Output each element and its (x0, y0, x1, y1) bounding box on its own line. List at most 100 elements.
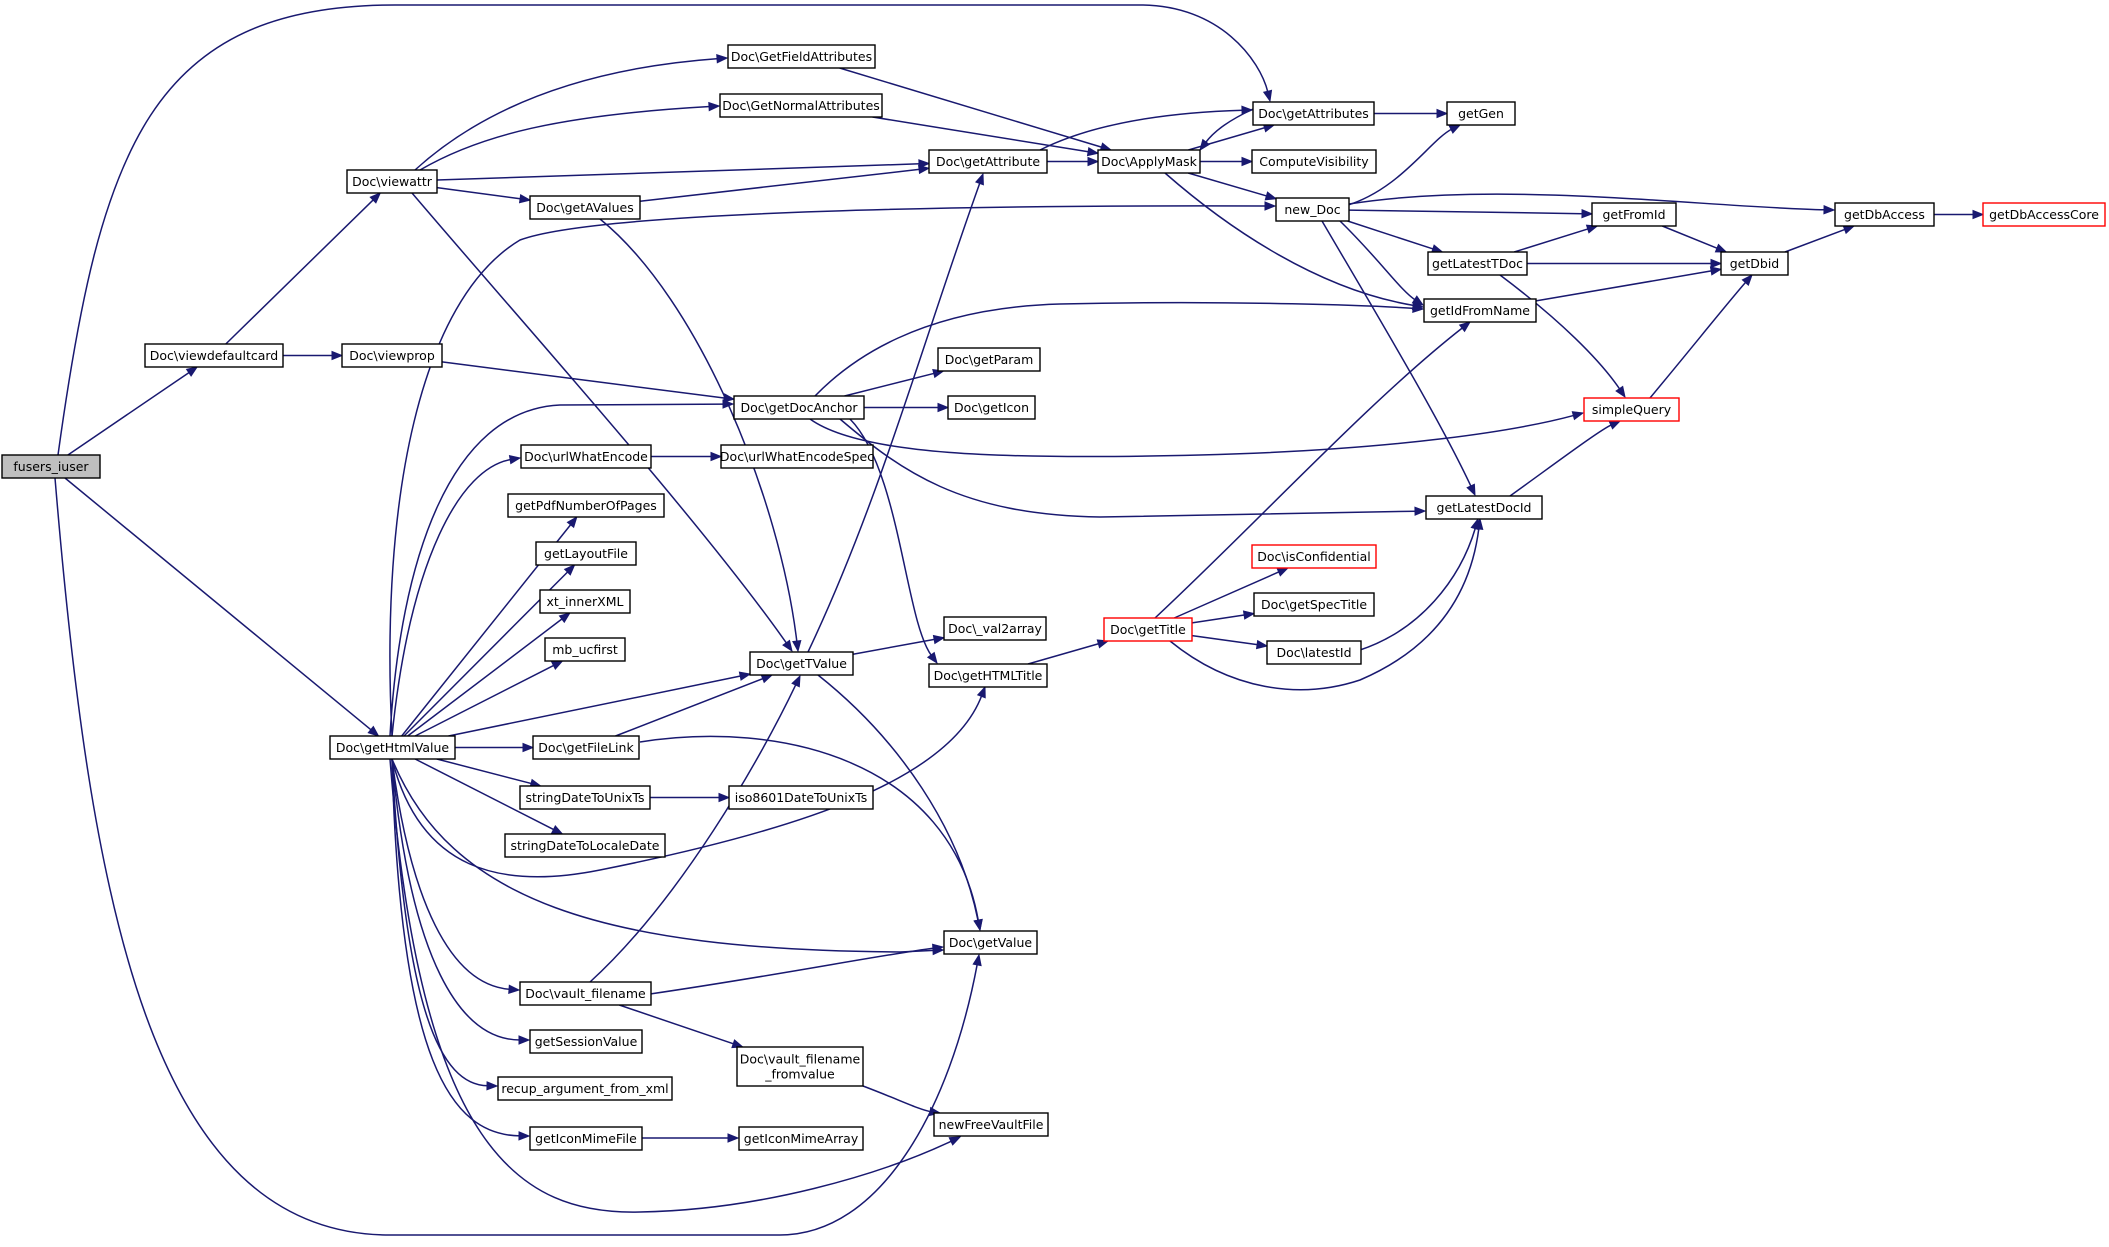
node-box[interactable] (738, 1126, 864, 1151)
node-box[interactable] (947, 395, 1036, 420)
node-getFromId[interactable]: getFromId (1591, 202, 1677, 227)
node-vault_filename[interactable]: Doc\vault_filename (519, 981, 652, 1006)
node-box[interactable] (928, 149, 1048, 174)
node-box[interactable] (1251, 544, 1377, 569)
node-box[interactable] (529, 195, 641, 220)
node-getHtmlValue[interactable]: Doc\getHtmlValue (329, 735, 456, 760)
node-getLatestTDoc[interactable]: getLatestTDoc (1427, 251, 1528, 276)
node-box[interactable] (529, 1029, 643, 1054)
node-xt_innerXML[interactable]: xt_innerXML (539, 589, 631, 614)
node-box[interactable] (1427, 251, 1528, 276)
node-box[interactable] (933, 1112, 1049, 1137)
node-box[interactable] (1251, 149, 1377, 174)
node-box[interactable] (329, 735, 456, 760)
node-box[interactable] (504, 833, 666, 858)
node-getIconMimeFile[interactable]: getIconMimeFile (529, 1126, 643, 1151)
node-getHTMLTitle[interactable]: Doc\getHTMLTitle (928, 663, 1048, 688)
node-newFreeVaultFile[interactable]: newFreeVaultFile (933, 1112, 1049, 1137)
node-box[interactable] (532, 735, 640, 760)
node-GetNormalAttributes[interactable]: Doc\GetNormalAttributes (719, 93, 883, 118)
node-getAttribute[interactable]: Doc\getAttribute (928, 149, 1048, 174)
node-isConfidential[interactable]: Doc\isConfidential (1251, 544, 1377, 569)
node-box[interactable] (937, 347, 1041, 372)
node-ApplyMask[interactable]: Doc\ApplyMask (1097, 149, 1201, 174)
node-vault_filename_fromvalue[interactable]: Doc\vault_filename_fromvalue (736, 1046, 864, 1087)
node-box[interactable] (1446, 101, 1516, 126)
node-val2array[interactable]: Doc\_val2array (943, 616, 1047, 641)
node-GetFieldAttributes[interactable]: Doc\GetFieldAttributes (727, 44, 876, 69)
node-getPdfNumberOfPages[interactable]: getPdfNumberOfPages (507, 493, 665, 518)
node-box[interactable] (1591, 202, 1677, 227)
node-getLayoutFile[interactable]: getLayoutFile (535, 541, 637, 566)
node-box[interactable] (728, 785, 874, 810)
node-box[interactable] (1275, 197, 1350, 222)
node-box[interactable] (1266, 640, 1362, 665)
node-urlWhatEncodeSpec[interactable]: Doc\urlWhatEncodeSpec (720, 444, 874, 469)
node-box[interactable] (1982, 202, 2106, 227)
node-getIconMimeArray[interactable]: getIconMimeArray (738, 1126, 864, 1151)
node-getParam[interactable]: Doc\getParam (937, 347, 1041, 372)
node-box[interactable] (1423, 298, 1537, 323)
node-getSessionValue[interactable]: getSessionValue (529, 1029, 643, 1054)
node-getDbAccessCore[interactable]: getDbAccessCore (1982, 202, 2106, 227)
node-getAValues[interactable]: Doc\getAValues (529, 195, 641, 220)
node-box[interactable] (544, 637, 626, 662)
node-getLatestDocId[interactable]: getLatestDocId (1425, 495, 1543, 520)
node-box[interactable] (1253, 592, 1375, 617)
node-getFileLink[interactable]: Doc\getFileLink (532, 735, 640, 760)
node-simpleQuery[interactable]: simpleQuery (1583, 397, 1680, 422)
node-box[interactable] (1425, 495, 1543, 520)
node-box[interactable] (736, 1046, 864, 1087)
node-box[interactable] (727, 44, 876, 69)
node-viewdefaultcard[interactable]: Doc\viewdefaultcard (144, 343, 284, 368)
node-iso8601DateToUnixTs[interactable]: iso8601DateToUnixTs (728, 785, 874, 810)
node-box[interactable] (497, 1076, 673, 1101)
node-box[interactable] (346, 169, 438, 194)
node-box[interactable] (928, 663, 1048, 688)
node-getAttributes[interactable]: Doc\getAttributes (1252, 101, 1375, 126)
node-getSpecTitle[interactable]: Doc\getSpecTitle (1253, 592, 1375, 617)
node-viewattr[interactable]: Doc\viewattr (346, 169, 438, 194)
node-latestId[interactable]: Doc\latestId (1266, 640, 1362, 665)
node-box[interactable] (1103, 617, 1193, 642)
node-box[interactable] (1, 454, 101, 479)
node-urlWhatEncode[interactable]: Doc\urlWhatEncode (520, 444, 652, 469)
node-box[interactable] (749, 651, 854, 676)
node-getIcon[interactable]: Doc\getIcon (947, 395, 1036, 420)
node-getDocAnchor[interactable]: Doc\getDocAnchor (733, 395, 865, 420)
node-box[interactable] (1252, 101, 1375, 126)
node-box[interactable] (519, 785, 651, 810)
node-box[interactable] (733, 395, 865, 420)
node-recup_argument_from_xml[interactable]: recup_argument_from_xml (497, 1076, 673, 1101)
node-ComputeVisibility[interactable]: ComputeVisibility (1251, 149, 1377, 174)
node-box[interactable] (144, 343, 284, 368)
node-getGen[interactable]: getGen (1446, 101, 1516, 126)
node-box[interactable] (943, 616, 1047, 641)
node-box[interactable] (507, 493, 665, 518)
node-box[interactable] (520, 444, 652, 469)
node-getValue[interactable]: Doc\getValue (943, 930, 1038, 955)
node-getTValue[interactable]: Doc\getTValue (749, 651, 854, 676)
node-box[interactable] (943, 930, 1038, 955)
node-new_Doc[interactable]: new_Doc (1275, 197, 1350, 222)
node-box[interactable] (519, 981, 652, 1006)
node-getIdFromName[interactable]: getIdFromName (1423, 298, 1537, 323)
node-stringDateToLocaleDate[interactable]: stringDateToLocaleDate (504, 833, 666, 858)
node-box[interactable] (1097, 149, 1201, 174)
node-box[interactable] (1583, 397, 1680, 422)
node-box[interactable] (720, 444, 874, 469)
node-stringDateToUnixTs[interactable]: stringDateToUnixTs (519, 785, 651, 810)
node-viewprop[interactable]: Doc\viewprop (341, 343, 443, 368)
node-box[interactable] (719, 93, 883, 118)
node-getTitle[interactable]: Doc\getTitle (1103, 617, 1193, 642)
node-box[interactable] (539, 589, 631, 614)
node-box[interactable] (1834, 202, 1935, 227)
node-mb_ucfirst[interactable]: mb_ucfirst (544, 637, 626, 662)
node-box[interactable] (535, 541, 637, 566)
node-fusers_iuser[interactable]: fusers_iuser (1, 454, 101, 479)
node-box[interactable] (1720, 251, 1789, 276)
node-box[interactable] (341, 343, 443, 368)
node-getDbid[interactable]: getDbid (1720, 251, 1789, 276)
node-box[interactable] (529, 1126, 643, 1151)
node-getDbAccess[interactable]: getDbAccess (1834, 202, 1935, 227)
